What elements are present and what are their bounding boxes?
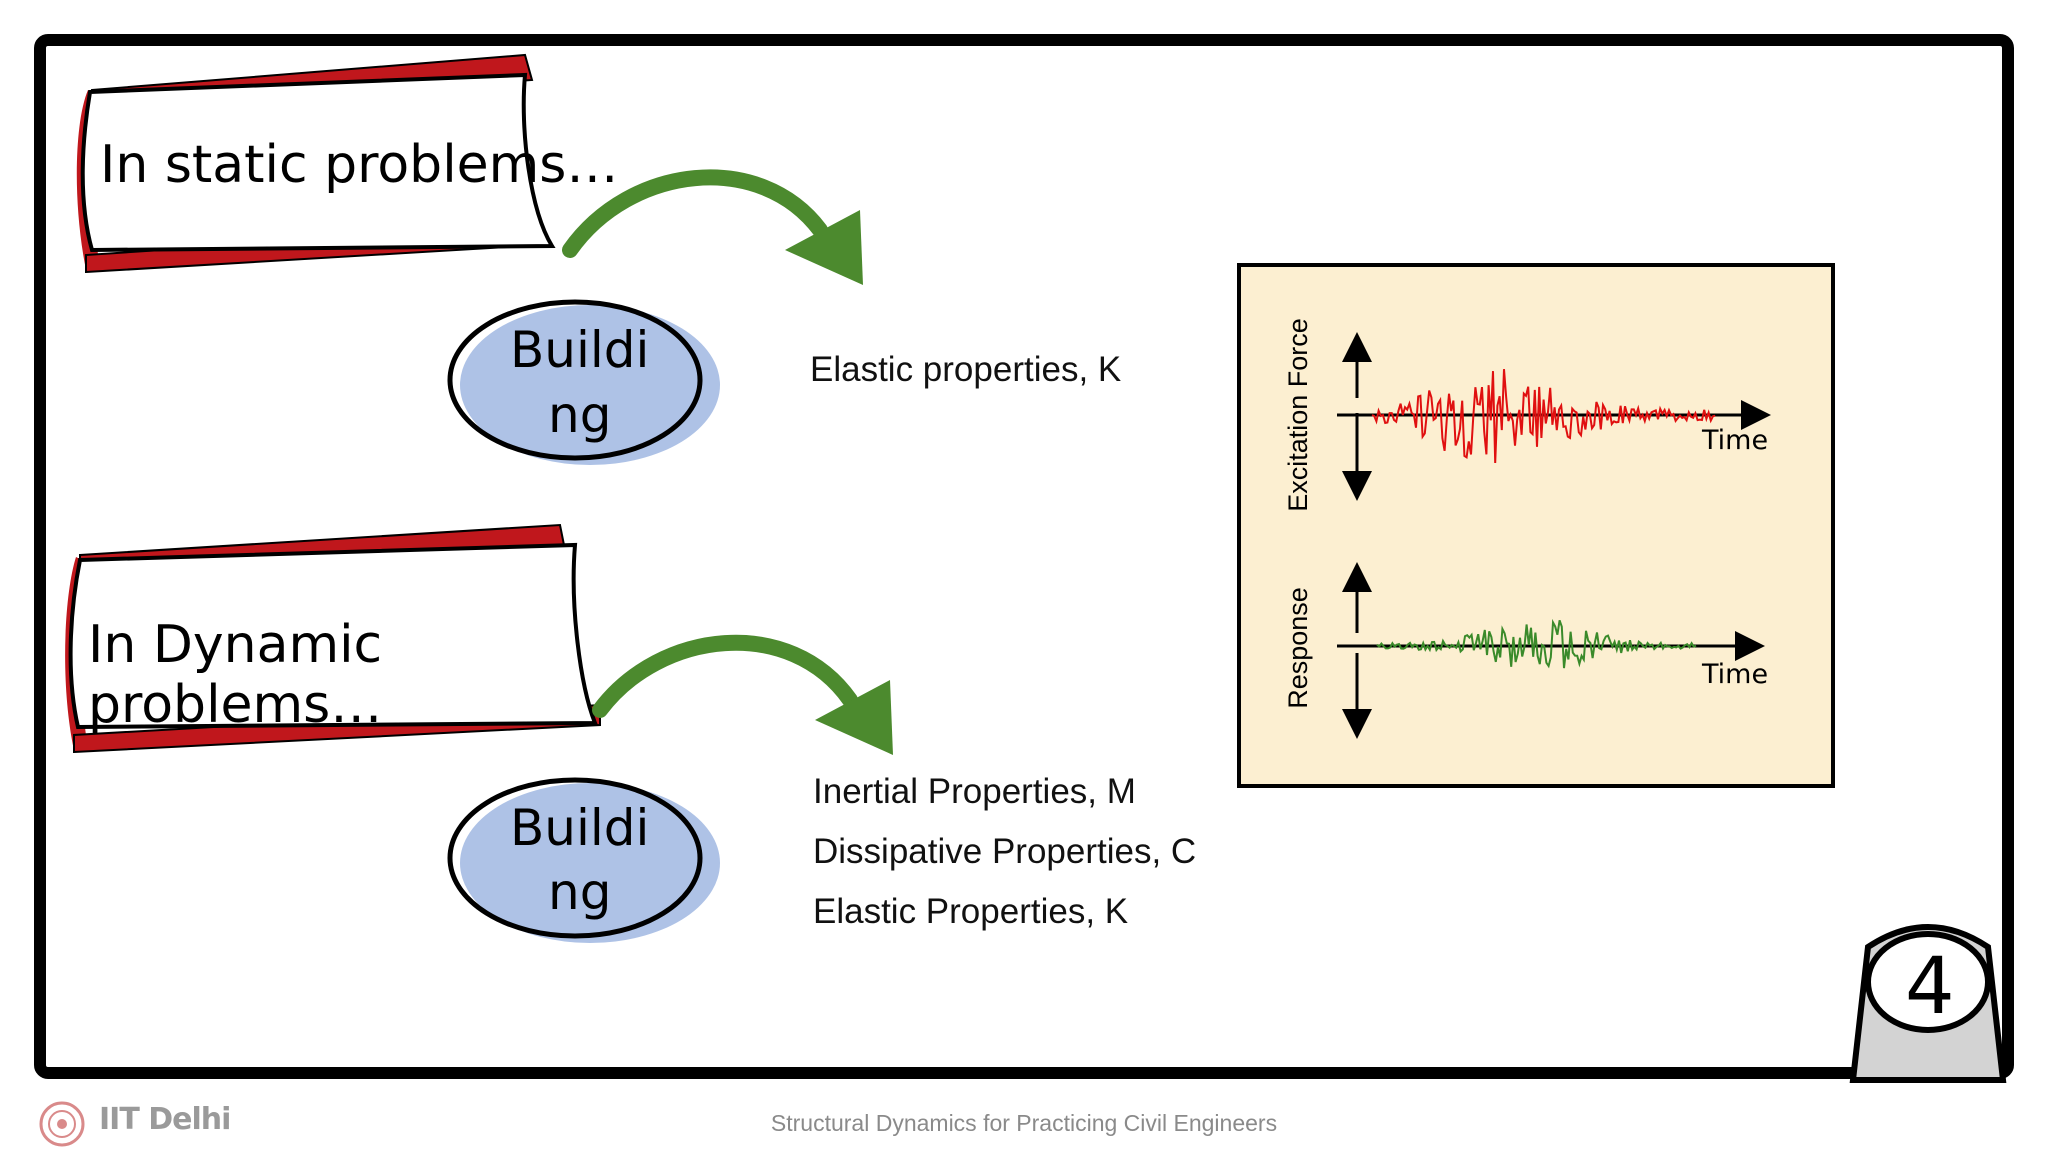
excitation-waveform xyxy=(1371,369,1716,464)
dynamic-property-item: Dissipative Properties, C xyxy=(813,832,1197,871)
excitation-response-figure: Time Excitation Force Time Response xyxy=(1237,263,1835,788)
iit-delhi-logo-text: IIT Delhi xyxy=(99,1102,231,1137)
static-properties: Elastic properties, K xyxy=(810,340,1121,400)
course-title: Structural Dynamics for Practicing Civil… xyxy=(770,1110,1278,1136)
dynamic-property-item: Elastic Properties, K xyxy=(813,892,1129,931)
dynamic-properties: Inertial Properties, M Dissipative Prope… xyxy=(813,762,1196,942)
figure-background xyxy=(1237,263,1835,788)
static-banner-scroll xyxy=(76,53,556,274)
dynamic-banner-line2: problems… xyxy=(88,675,383,735)
static-building-ellipse xyxy=(447,299,720,465)
top-ylabel: Excitation Force xyxy=(1283,318,1313,512)
static-building-line1: Buildi xyxy=(510,321,650,379)
dynamic-building-line2: ng xyxy=(548,863,612,921)
dynamic-building-ellipse xyxy=(447,777,720,943)
dynamic-building-line1: Buildi xyxy=(510,799,650,857)
response-waveform xyxy=(1376,618,1697,669)
static-property-item: Elastic properties, K xyxy=(810,350,1122,389)
static-banner-text: In static problems… xyxy=(100,135,619,195)
top-time-label: Time xyxy=(1701,425,1768,456)
static-arrow xyxy=(562,169,863,285)
slide-number: 4 xyxy=(1905,942,1955,1032)
dynamic-banner-line1: In Dynamic xyxy=(88,615,383,675)
dynamic-property-item: Inertial Properties, M xyxy=(813,772,1136,811)
dynamic-arrow xyxy=(592,634,893,755)
bottom-time-label: Time xyxy=(1701,659,1768,690)
bottom-ylabel: Response xyxy=(1283,587,1313,709)
static-building-line2: ng xyxy=(548,386,612,444)
dynamic-banner-scroll xyxy=(65,523,601,754)
slide-number-badge xyxy=(1849,924,2007,1083)
iit-delhi-logo-icon xyxy=(39,1101,85,1147)
